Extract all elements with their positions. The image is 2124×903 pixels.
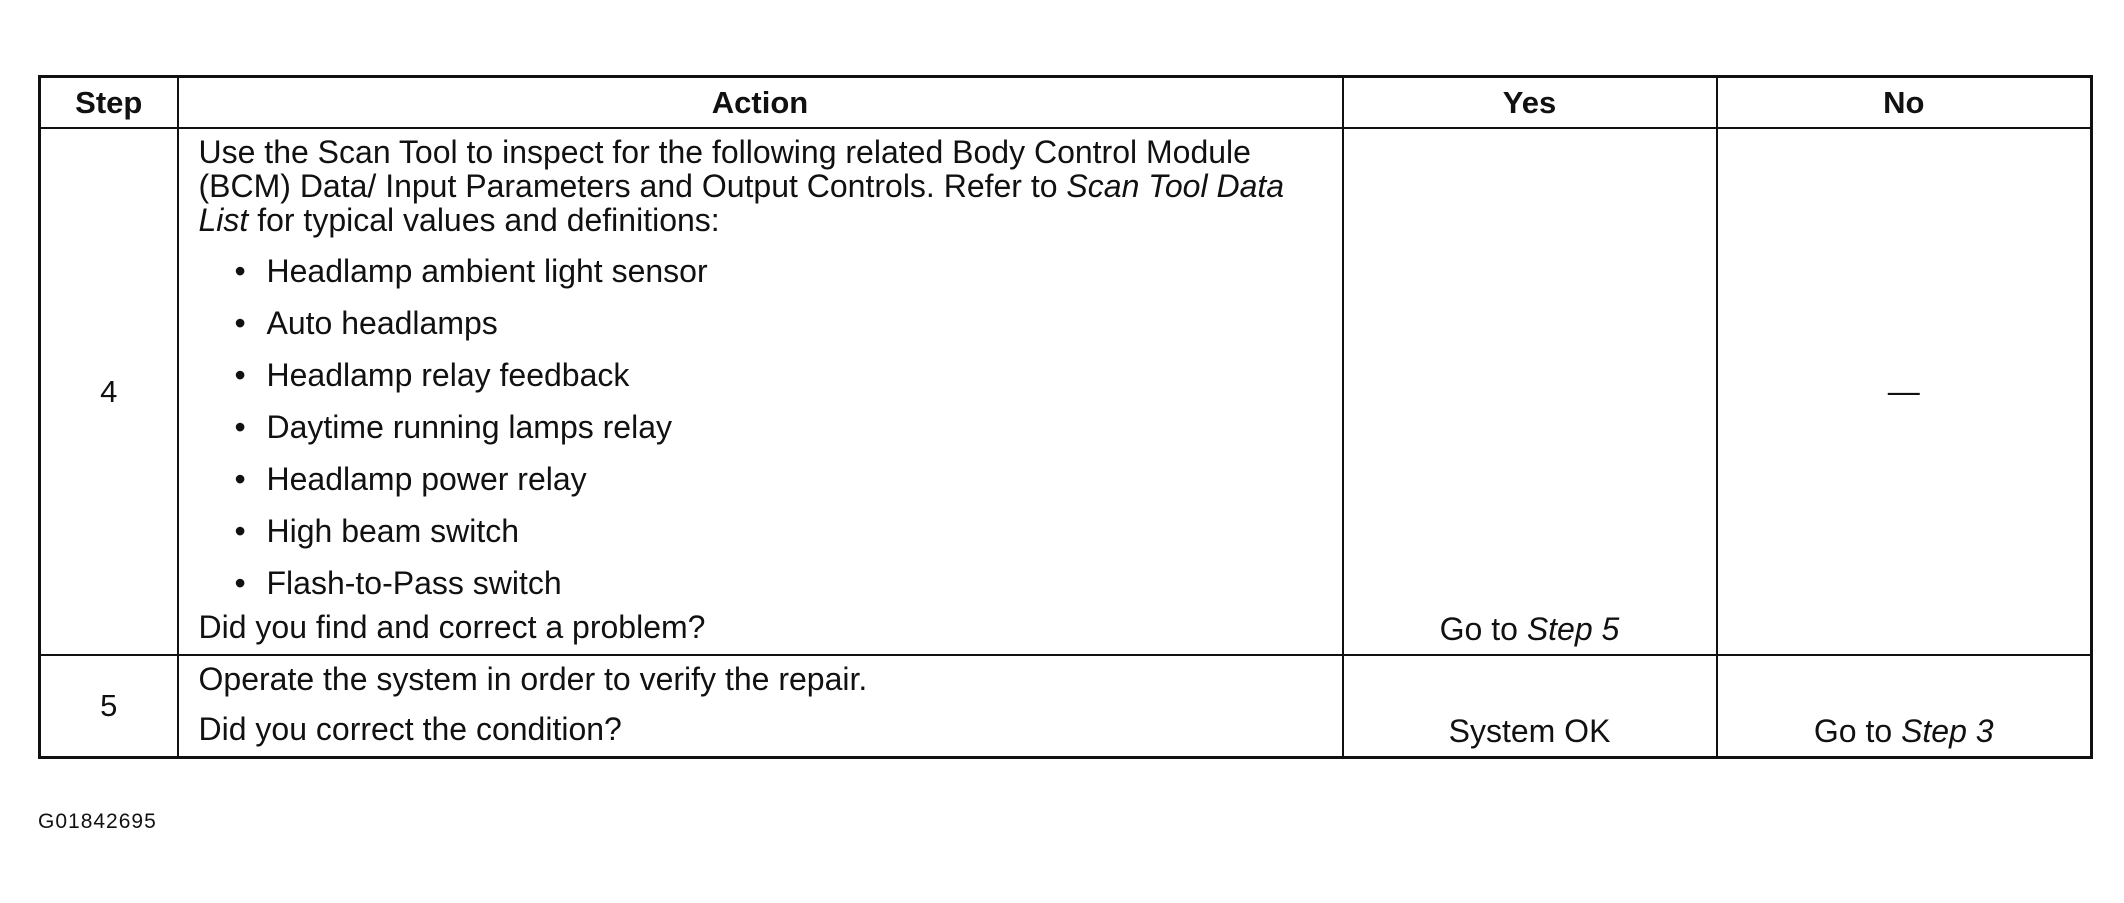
list-item: •Flash-to-Pass switch: [235, 557, 1324, 609]
diagnostic-table: Step Action Yes No 4 Use the Scan Tool t…: [38, 75, 2093, 759]
bullet-icon: •: [234, 305, 246, 341]
header-no: No: [1715, 75, 2093, 129]
yes-cell: Go to Step 5: [1341, 127, 1718, 656]
list-item: •Auto headlamps: [235, 297, 1324, 349]
table-row: 4 Use the Scan Tool to inspect for the f…: [38, 127, 2093, 656]
bullet-icon: •: [234, 461, 246, 497]
parameter-list: •Headlamp ambient light sensor •Auto hea…: [199, 245, 1324, 609]
header-row: Step Action Yes No: [38, 75, 2093, 129]
bullet-icon: •: [234, 357, 246, 393]
list-item: •High beam switch: [235, 505, 1324, 557]
header-step: Step: [38, 75, 179, 129]
bullet-icon: •: [234, 513, 246, 549]
bullet-icon: •: [234, 409, 246, 445]
action-cell: Operate the system in order to verify th…: [176, 654, 1344, 759]
no-cell: Go to Step 3: [1715, 654, 2093, 759]
list-item: •Headlamp power relay: [235, 453, 1324, 505]
action-cell: Use the Scan Tool to inspect for the fol…: [176, 127, 1344, 656]
table-row: 5 Operate the system in order to verify …: [38, 654, 2093, 759]
header-yes: Yes: [1341, 75, 1718, 129]
step-3-ref: Step 3: [1901, 713, 1994, 749]
list-item: •Daytime running lamps relay: [235, 401, 1324, 453]
action-question: Did you correct the condition?: [198, 711, 622, 747]
figure-id: G01842695: [38, 810, 157, 833]
list-item: •Headlamp relay feedback: [235, 349, 1324, 401]
header-action: Action: [176, 75, 1344, 129]
bullet-icon: •: [234, 253, 246, 289]
yes-cell: System OK: [1341, 654, 1718, 759]
step-number: 4: [38, 127, 179, 656]
action-instruction: Operate the system in order to verify th…: [198, 661, 868, 697]
list-item: •Headlamp ambient light sensor: [235, 245, 1324, 297]
step-5-ref: Step 5: [1526, 611, 1620, 647]
scan-tool-data-list-ref: Scan Tool Data List: [198, 168, 1285, 238]
action-intro: Use the Scan Tool to inspect for the fol…: [199, 135, 1324, 237]
bullet-icon: •: [234, 565, 246, 601]
action-question: Did you find and correct a problem?: [198, 609, 706, 645]
intro-text-end: for typical values and definitions:: [248, 202, 720, 238]
step-number: 5: [38, 654, 179, 759]
intro-text: Use the Scan Tool to inspect for the fol…: [198, 134, 1251, 204]
no-cell: —: [1715, 127, 2093, 656]
